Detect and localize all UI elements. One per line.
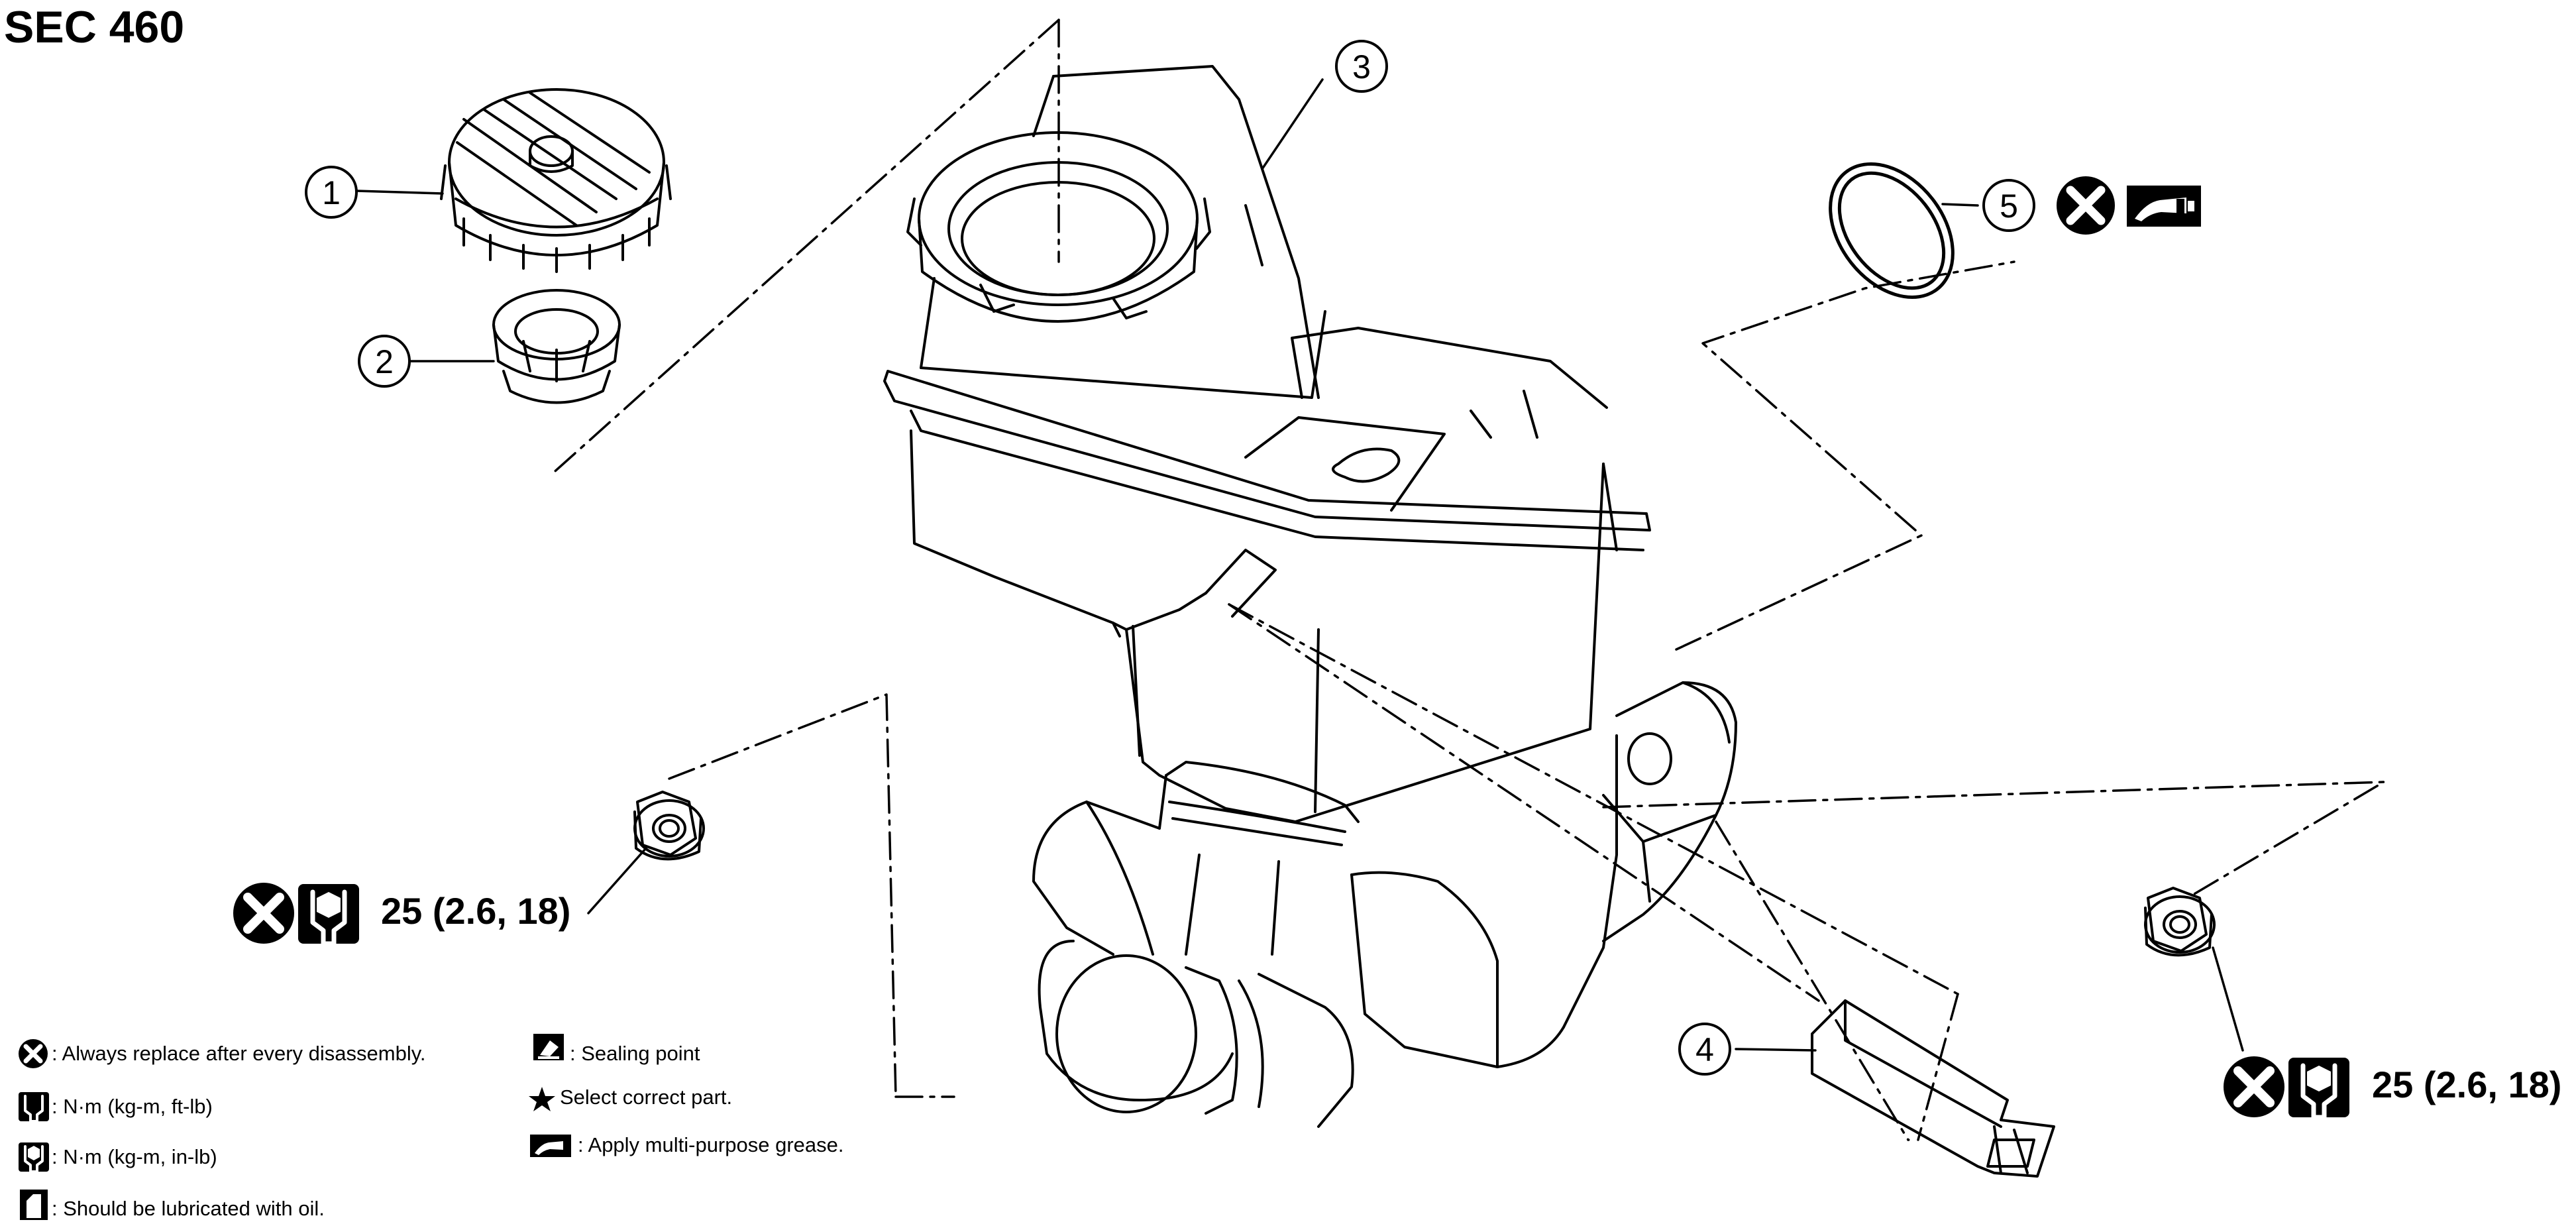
section-label: SEC 460 [4,2,185,52]
legend-nm-inlb-text: : N·m (kg-m, in-lb) [52,1145,217,1168]
legend-star-icon [529,1087,555,1111]
part-master-cylinder [1032,681,1737,1128]
legend-replace-text: : Always replace after every disassembly… [52,1042,426,1065]
replace-icon-left [233,883,294,944]
part-nut-left [633,791,705,861]
svg-text:2: 2 [375,343,394,380]
legend-torque-ftlb-icon [19,1092,49,1123]
callout-5: 5 [1982,179,2035,232]
svg-text:4: 4 [1695,1031,1714,1068]
callout-2: 2 [358,335,411,388]
leader-lines [355,78,2244,1052]
legend-replace-icon [19,1039,48,1068]
svg-text:3: 3 [1352,48,1371,85]
torque-wrench-icon-right [2288,1058,2349,1120]
legend-sealing-text: : Sealing point [570,1042,700,1065]
replace-icon-right [2224,1056,2284,1117]
svg-text:5: 5 [2000,188,2018,225]
part-fluid-level-switch [1811,999,2055,1178]
legend-oil-text: : Should be lubricated with oil. [52,1197,325,1220]
alignment-lines [549,19,2385,1141]
part-reservoir-tank [883,65,1651,823]
callout-3: 3 [1335,40,1388,93]
torque-spec-left: 25 (2.6, 18) [381,890,571,932]
callout-4: 4 [1678,1023,1731,1076]
callout-1: 1 [305,166,358,219]
replace-icon-oring [2057,176,2115,235]
legend-nm-ftlb-text: : N·m (kg-m, ft-lb) [52,1095,213,1118]
part-reservoir-cap [440,88,672,273]
svg-text:1: 1 [322,174,341,211]
part-nut-right [2144,887,2216,957]
torque-spec-right: 25 (2.6, 18) [2372,1064,2562,1105]
legend-select-text: Select correct part. [560,1085,733,1109]
legend-grease-icon [530,1135,571,1157]
part-o-ring [1829,162,1955,299]
part-strainer [492,289,621,404]
legend-oil-icon [20,1190,48,1220]
legend-grease-text: : Apply multi-purpose grease. [578,1133,844,1156]
torque-wrench-icon-left [298,884,359,946]
legend-torque-inlb-icon [19,1142,49,1173]
legend-sealing-icon [533,1034,564,1060]
grease-icon-oring [2127,186,2201,227]
